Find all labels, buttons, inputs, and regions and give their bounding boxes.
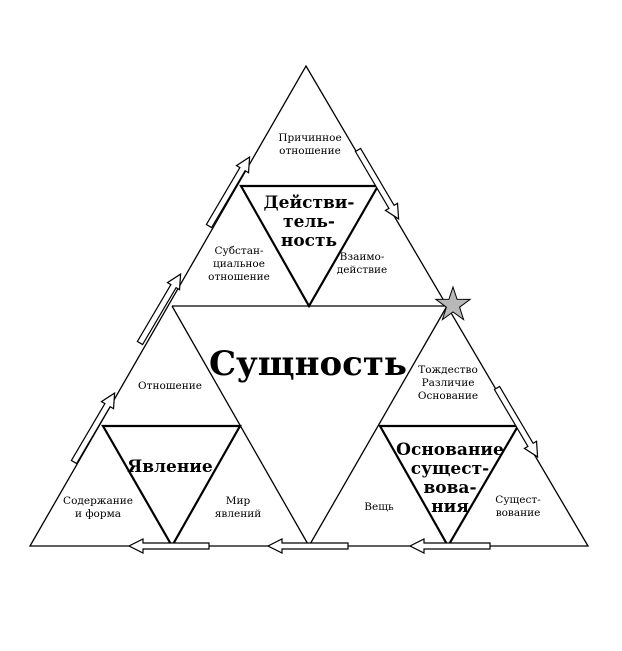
top-right-label: Взаимо- действие [336,251,388,276]
inner-triangle-right [378,424,520,549]
left-inner-label: Явление [127,457,213,477]
inner-triangle-left [101,424,242,549]
center-label: Сущность [208,344,408,384]
top-left-label: Субстан- циальное отношение [208,245,270,283]
left-left-label: Содержание и форма [63,495,133,520]
top-inner-label: Действи- тель- ность [263,193,355,251]
left-right-label: Мир явлений [214,495,262,520]
mid-edge-right [308,305,448,547]
star-icon [434,285,472,321]
right-inner-label: Основание сущест- вова- ния [396,440,504,517]
right-left-label: Вещь [364,501,394,513]
left-apex-label: Отношение [138,380,202,392]
top-apex-label: Причинное отношение [278,132,342,157]
inner-triangle-top [239,184,380,309]
right-apex-label: Тождество Различие Основание [417,364,479,402]
right-right-label: Сущест- вование [495,494,541,519]
